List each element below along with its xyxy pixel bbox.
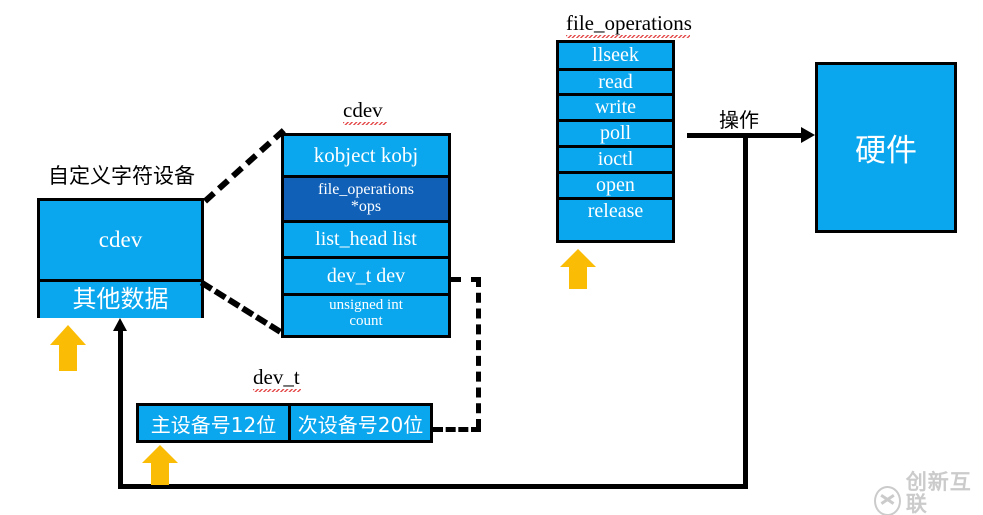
watermark-logo-icon xyxy=(874,485,901,515)
dev-t-cell-major: 主设备号12位 xyxy=(139,406,291,440)
custom-char-device-row-other-data: 其他数据 xyxy=(40,279,201,318)
dashed-connector-lower xyxy=(199,280,282,335)
file-operations-struct-caption: file_operations xyxy=(566,11,692,35)
dev-t-caption-spellcheck-underline xyxy=(253,389,301,392)
hardware-label: 硬件 xyxy=(855,133,917,169)
feedback-path-left-riser xyxy=(118,330,123,485)
file-operations-caption-spellcheck-underline xyxy=(566,35,690,38)
file-operations-row-write: write xyxy=(559,93,672,119)
custom-char-device-box: cdev 其他数据 xyxy=(37,198,204,318)
operation-arrow-head xyxy=(801,127,815,143)
dashed-devt-segment-vertical xyxy=(476,277,481,429)
dashed-devt-segment-bottom xyxy=(433,427,481,432)
watermark-text: 创新互联 xyxy=(905,470,972,515)
cdev-row-dev-t-dev: dev_t dev xyxy=(284,256,448,293)
feedback-path-bottom xyxy=(118,484,748,489)
custom-char-device-caption: 自定义字符设备 xyxy=(48,164,195,188)
yellow-arrow-custom-char-device xyxy=(50,325,86,371)
cdev-struct-caption: cdev xyxy=(343,98,383,122)
file-operations-row-read: read xyxy=(559,68,672,93)
file-operations-row-ioctl: ioctl xyxy=(559,145,672,171)
cdev-row-list-head: list_head list xyxy=(284,220,448,256)
operation-arrow-line xyxy=(687,133,805,138)
feedback-path-right-riser xyxy=(743,136,748,489)
file-operations-row-release: release xyxy=(559,197,672,223)
file-operations-row-poll: poll xyxy=(559,119,672,145)
watermark: 创新互联 CHUANGXIN HULIAN xyxy=(874,472,983,515)
file-operations-struct-box: llseek read write poll ioctl open releas… xyxy=(556,40,675,243)
dev-t-box: 主设备号12位 次设备号20位 xyxy=(136,403,433,443)
file-operations-row-llseek: llseek xyxy=(559,43,672,68)
yellow-arrow-dev-t xyxy=(142,445,178,485)
cdev-row-file-operations-ops: file_operations *ops xyxy=(284,175,448,220)
hardware-box: 硬件 xyxy=(815,62,957,233)
cdev-row-kobject: kobject kobj xyxy=(284,136,448,175)
cdev-struct-box: kobject kobj file_operations *ops list_h… xyxy=(281,133,451,338)
feedback-path-arrow-head xyxy=(113,318,127,331)
cdev-row-count: unsigned int count xyxy=(284,293,448,332)
dashed-devt-segment-top xyxy=(451,277,481,282)
operation-arrow-label: 操作 xyxy=(719,108,759,132)
yellow-arrow-file-operations xyxy=(560,249,596,289)
cdev-caption-spellcheck-underline xyxy=(343,122,387,125)
file-operations-row-open: open xyxy=(559,171,672,197)
dev-t-cell-minor: 次设备号20位 xyxy=(297,412,424,437)
dashed-connector-upper xyxy=(203,128,286,204)
custom-char-device-row-cdev: cdev xyxy=(40,201,201,279)
dev-t-struct-caption: dev_t xyxy=(253,365,300,389)
